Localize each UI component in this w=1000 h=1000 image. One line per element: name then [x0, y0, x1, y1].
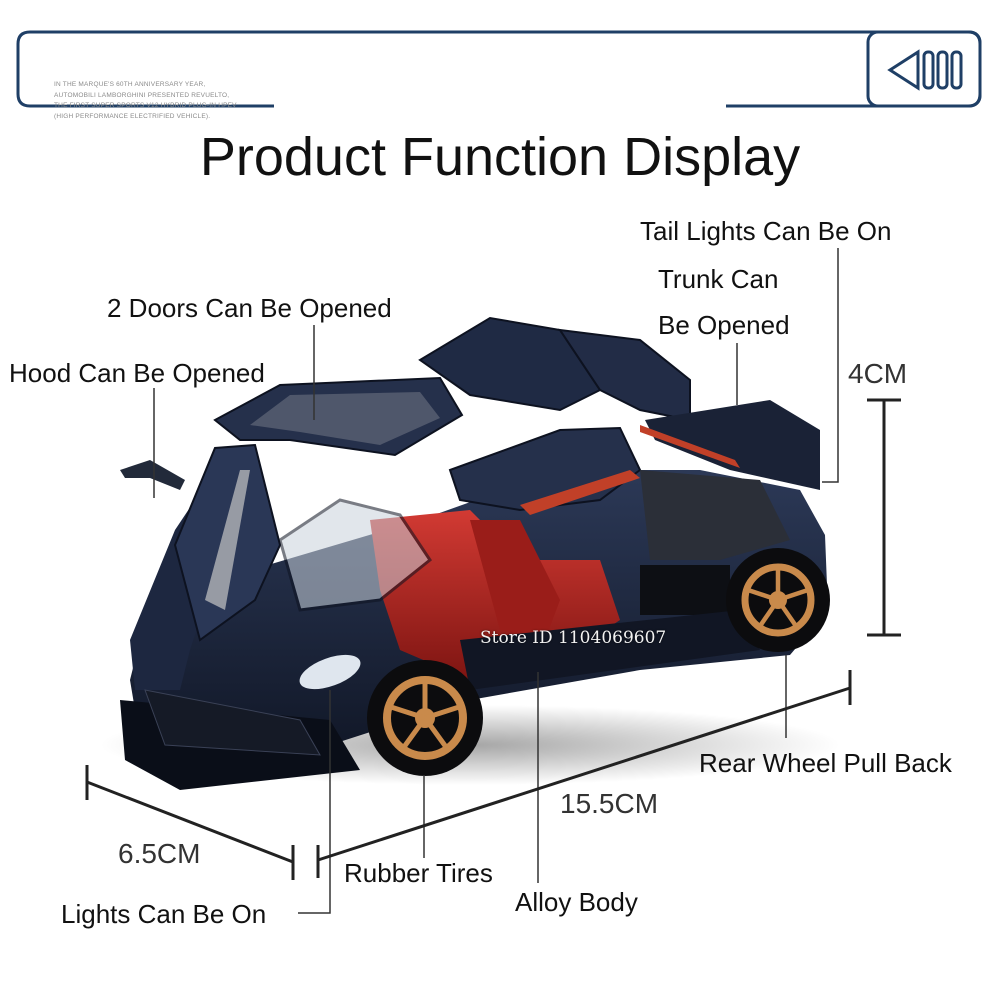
page-title: Product Function Display: [199, 127, 801, 187]
alloy-body-label: Alloy Body: [515, 887, 638, 917]
doors-label: 2 Doors Can Be Opened: [107, 293, 392, 323]
leader-lines: [153, 248, 839, 914]
hood-label: Hood Can Be Opened: [9, 358, 265, 388]
trunk-label-line2: Be Opened: [658, 310, 790, 340]
front-wheel: [367, 660, 483, 776]
engine-bay: [640, 470, 790, 560]
rear-deck: [645, 400, 820, 490]
store-watermark: Store ID 1104069607: [480, 628, 667, 648]
rubber-tires-label: Rubber Tires: [344, 858, 493, 888]
banner-line: AUTOMOBILI LAMBORGHINI PRESENTED REVUELT…: [54, 91, 230, 99]
banner-text: IN THE MARQUE'S 60TH ANNIVERSARY YEAR, A…: [54, 80, 237, 122]
windshield: [278, 498, 433, 612]
mirror: [120, 460, 185, 490]
dimension-lines: [85, 398, 901, 880]
banner-frame: [16, 30, 982, 108]
banner-line: (HIGH PERFORMANCE ELECTRIFIED VEHICLE).: [54, 112, 211, 120]
width-dimension: 6.5CM: [118, 838, 201, 869]
top-banner: IN THE MARQUE'S 60TH ANNIVERSARY YEAR, A…: [16, 30, 982, 120]
rear-wheel-label: Rear Wheel Pull Back: [699, 748, 952, 778]
headlight: [299, 654, 361, 690]
height-dimension: 4CM: [848, 358, 908, 389]
length-dimension: 15.5CM: [560, 788, 659, 819]
lights-label: Lights Can Be On: [61, 899, 267, 929]
rear-wheel: [726, 548, 830, 652]
banner-line: IN THE MARQUE'S 60TH ANNIVERSARY YEAR,: [54, 81, 206, 88]
banner-line: THE FIRST SUPER SPORTS V12 HYBRID PLUG-I…: [54, 102, 237, 109]
tail-lights-label: Tail Lights Can Be On: [640, 216, 892, 246]
trunk-label-line1: Trunk Can: [658, 264, 779, 294]
